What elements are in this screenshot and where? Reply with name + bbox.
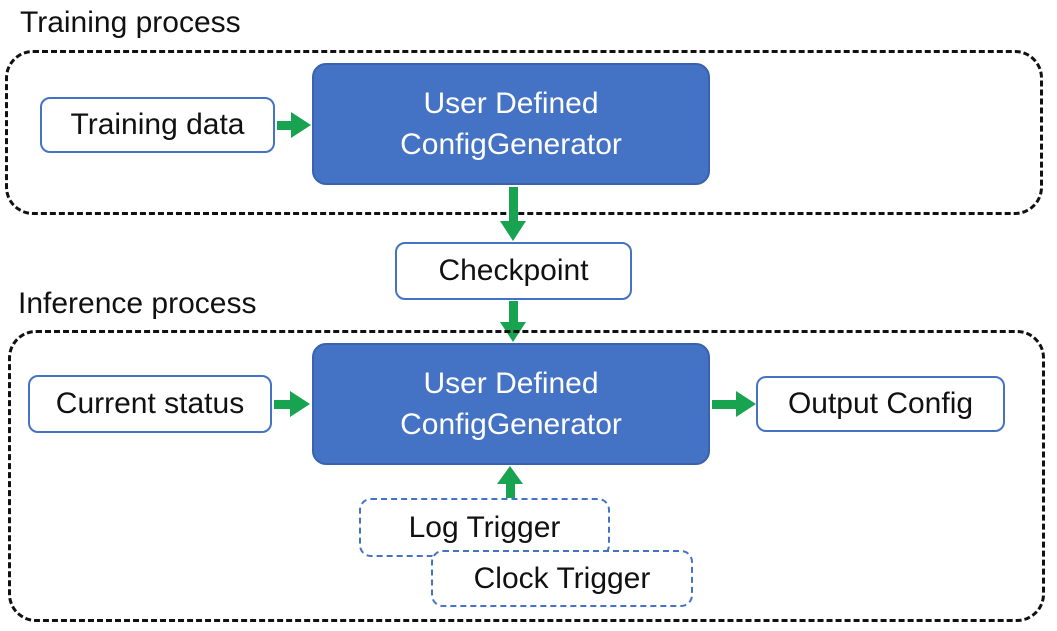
inference-config-generator-box: User Defined ConfigGenerator <box>312 343 710 465</box>
current-status-box: Current status <box>28 375 272 433</box>
output-config-box: Output Config <box>756 376 1005 432</box>
inference-config-generator-line1: User Defined <box>423 367 599 400</box>
training-process-container <box>5 50 1043 215</box>
arrow-training-data-to-generator-icon <box>277 112 311 138</box>
arrow-triggers-to-generator-icon <box>497 466 523 498</box>
training-process-label: Training process <box>20 6 241 39</box>
arrow-current-status-to-generator-icon <box>274 391 310 417</box>
training-data-label: Training data <box>70 108 245 141</box>
current-status-label: Current status <box>55 387 245 420</box>
log-trigger-box: Log Trigger <box>359 498 610 557</box>
arrow-generator-to-output-config-icon <box>712 391 756 417</box>
training-config-generator-line2: ConfigGenerator <box>400 128 622 161</box>
checkpoint-box: Checkpoint <box>395 242 632 300</box>
inference-process-container <box>8 330 1045 622</box>
clock-trigger-label: Clock Trigger <box>473 561 651 595</box>
inference-process-label: Inference process <box>18 287 257 320</box>
checkpoint-label: Checkpoint <box>438 254 589 287</box>
training-config-generator-box: User Defined ConfigGenerator <box>312 63 710 185</box>
inference-config-generator-line2: ConfigGenerator <box>400 408 622 441</box>
log-trigger-label: Log Trigger <box>408 510 561 544</box>
output-config-label: Output Config <box>787 387 974 420</box>
training-config-generator-line1: User Defined <box>423 87 599 120</box>
training-data-box: Training data <box>40 97 275 153</box>
clock-trigger-box: Clock Trigger <box>431 550 693 607</box>
arrow-generator-to-checkpoint-icon <box>500 187 526 241</box>
